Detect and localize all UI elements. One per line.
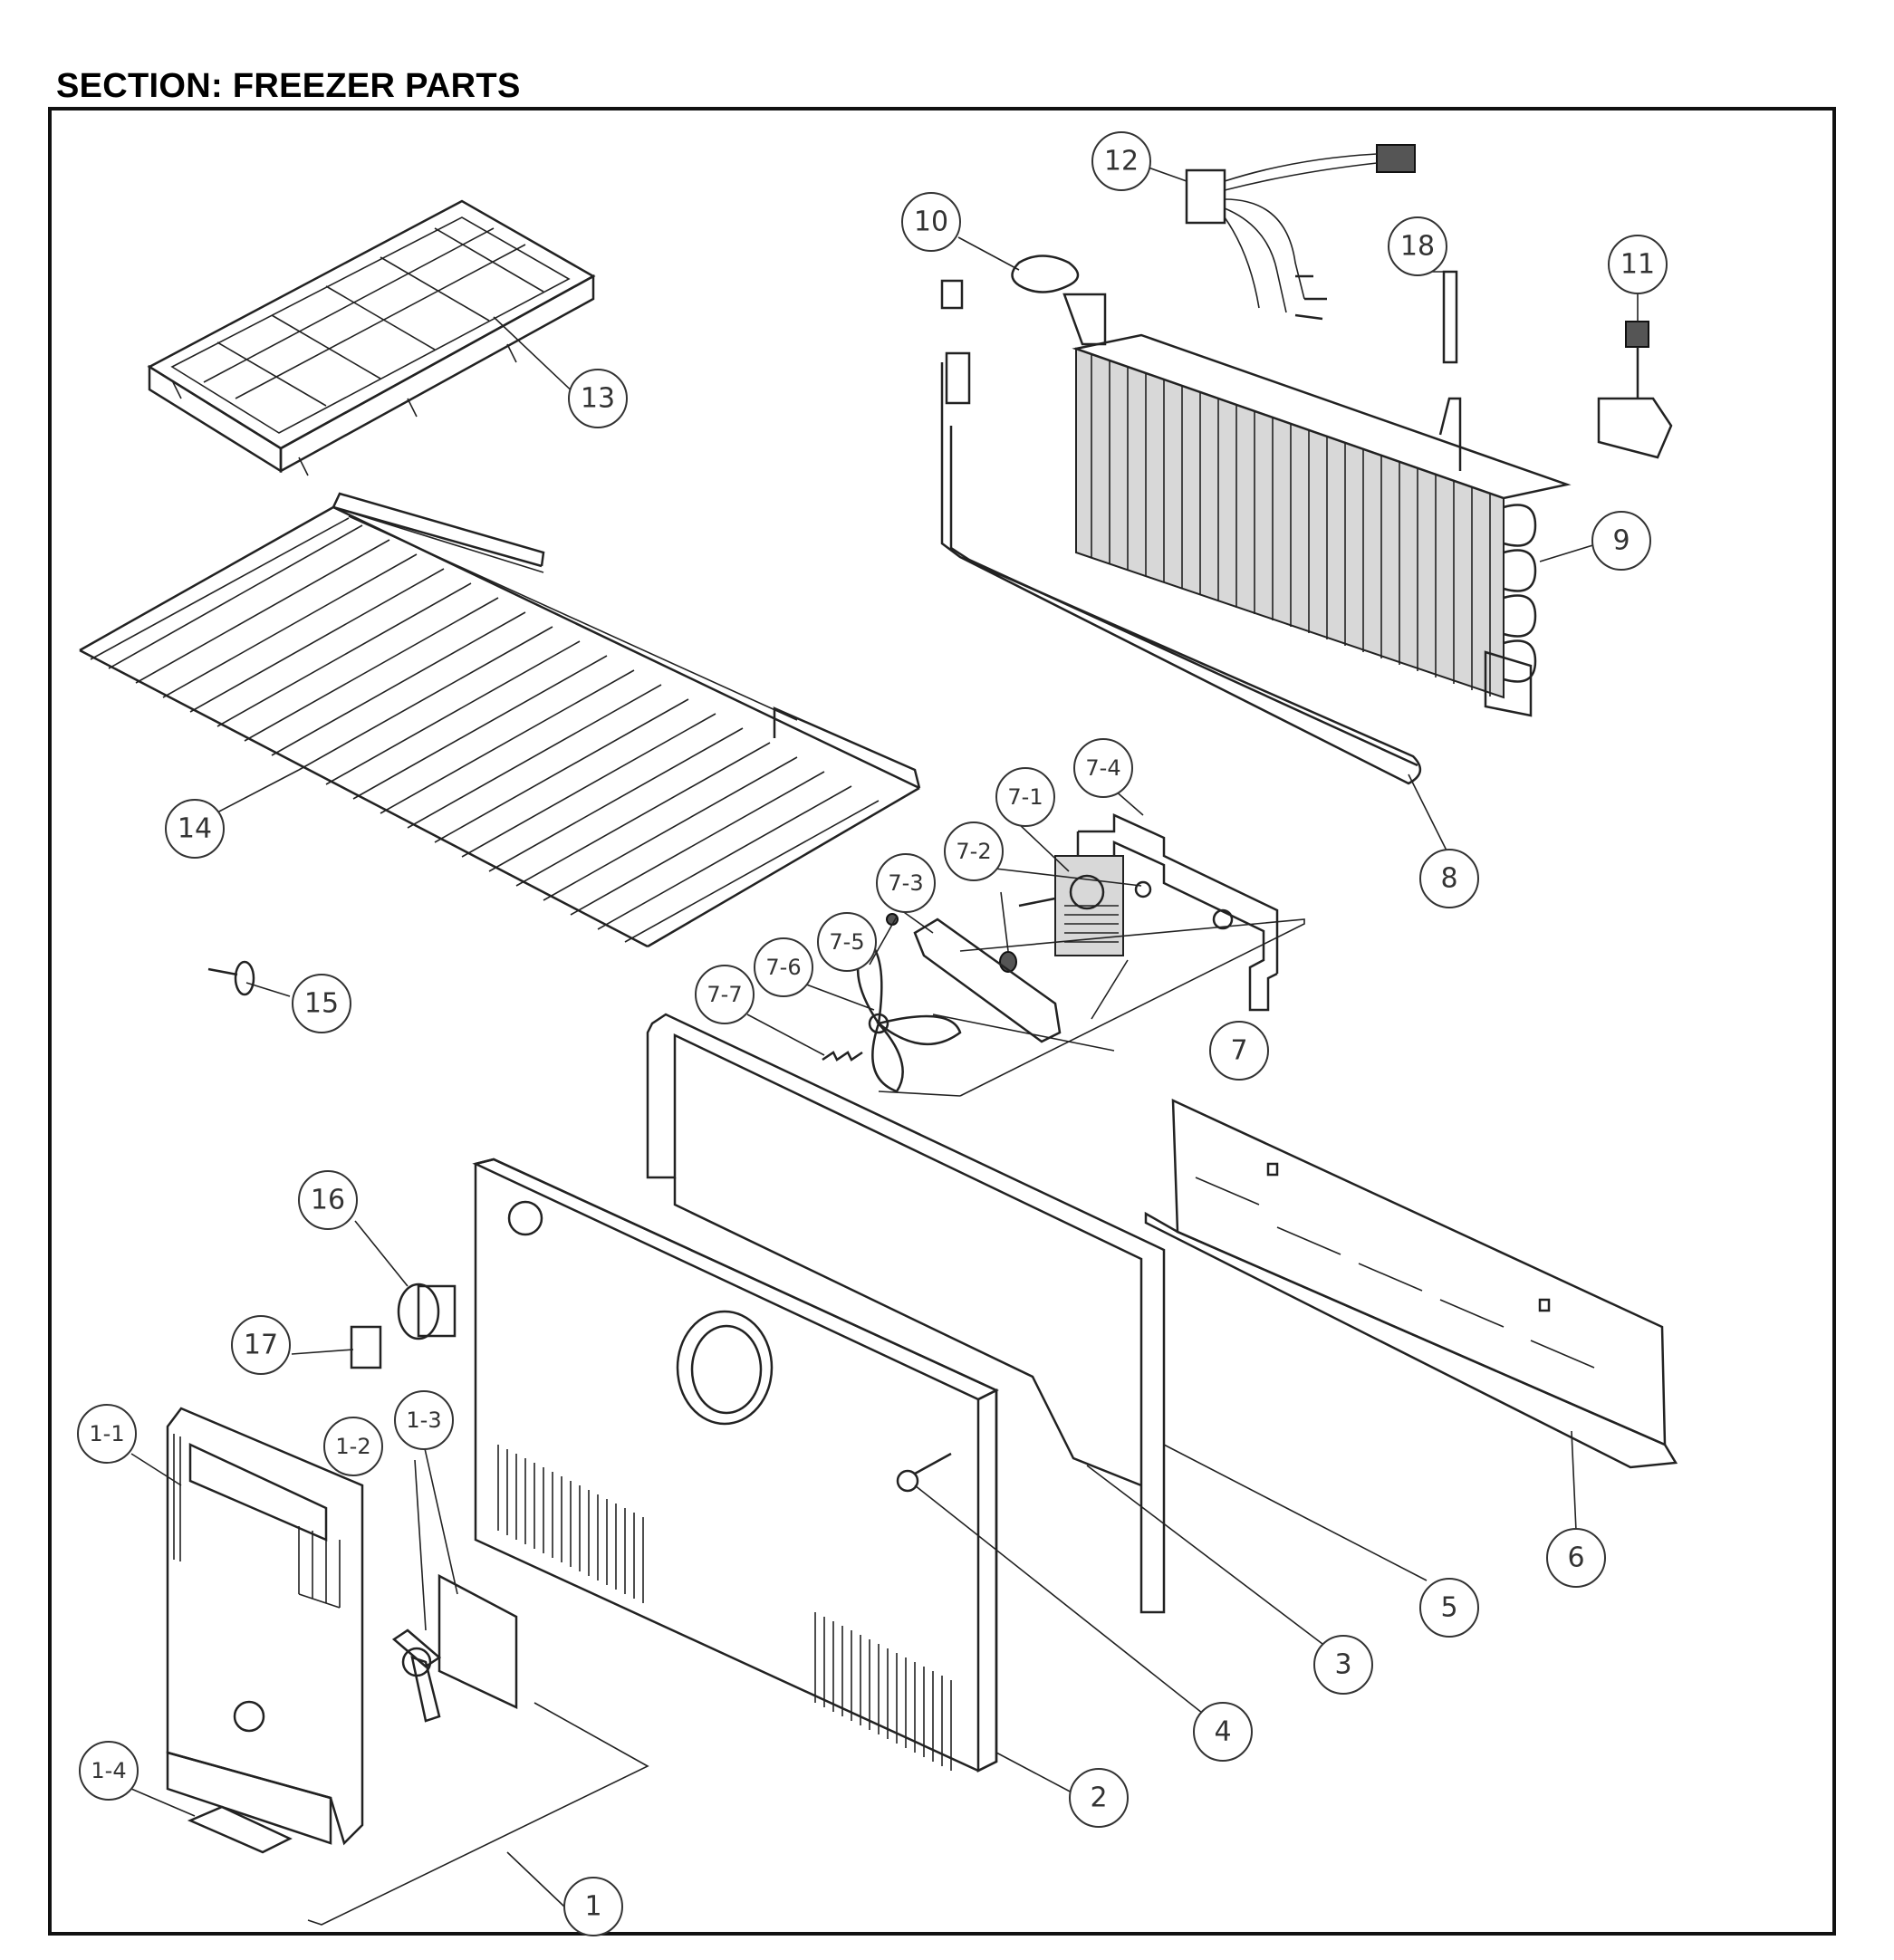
callout-7-1: 7-1 [995,767,1055,827]
svg-text:8: 8 [1440,863,1457,895]
callout-2: 2 [1069,1768,1129,1828]
part-grommet [1134,880,1152,898]
callout-8: 8 [1419,849,1479,908]
svg-text:13: 13 [581,383,615,415]
part-evaporator [1062,293,1572,717]
svg-text:18: 18 [1400,231,1435,263]
part-pin [207,960,255,996]
svg-text:1: 1 [584,1891,601,1923]
part-ice-tray [147,199,596,476]
callout-17: 17 [231,1315,291,1375]
svg-text:7-3: 7-3 [888,870,923,896]
callout-1-4: 1-4 [79,1741,139,1801]
part-fuse [1597,321,1673,459]
svg-text:2: 2 [1090,1782,1107,1814]
callout-10: 10 [901,192,961,252]
callout-1-3: 1-3 [394,1390,454,1450]
callout-5: 5 [1419,1578,1479,1638]
assembly-bracket-7 [878,918,1305,1097]
svg-text:7-1: 7-1 [1007,784,1043,810]
svg-text:3: 3 [1334,1649,1351,1681]
part-channel-bracket [1144,1099,1678,1469]
callout-13: 13 [568,369,628,428]
diagram-frame [48,107,1836,1936]
svg-text:16: 16 [311,1185,345,1216]
callout-1-1: 1-1 [77,1404,137,1464]
callout-7-5: 7-5 [817,912,877,972]
part-drain-heater [940,279,1421,785]
svg-text:1-4: 1-4 [91,1758,126,1783]
callout-3: 3 [1313,1635,1373,1695]
callout-16: 16 [298,1170,358,1230]
callout-1-2: 1-2 [323,1417,383,1476]
callout-18: 18 [1388,216,1447,276]
callout-9: 9 [1591,511,1651,571]
callout-7-7: 7-7 [695,965,755,1024]
part-fan-cover [166,1407,364,1846]
callout-11: 11 [1608,235,1668,294]
part-small-fan [391,1629,442,1723]
part-plate [350,1325,382,1369]
svg-text:17: 17 [244,1330,278,1361]
svg-text:12: 12 [1104,146,1139,178]
part-panel-screw [896,1452,952,1493]
part-clip [1011,255,1080,293]
svg-text:11: 11 [1620,249,1655,281]
part-spring [822,1051,863,1062]
callout-1: 1 [563,1877,623,1936]
callout-15: 15 [292,974,351,1033]
svg-text:7-7: 7-7 [707,982,742,1007]
part-motor-mount [913,918,1062,1043]
svg-text:5: 5 [1440,1592,1457,1624]
callout-7-6: 7-6 [754,937,813,997]
svg-text:1-2: 1-2 [335,1434,370,1459]
callout-4: 4 [1193,1702,1253,1762]
svg-text:7: 7 [1230,1035,1247,1067]
callout-7-3: 7-3 [876,853,936,913]
svg-text:6: 6 [1567,1542,1584,1574]
callout-12: 12 [1091,131,1151,191]
svg-text:9: 9 [1612,525,1630,557]
svg-text:7-6: 7-6 [765,955,801,980]
assembly-bracket-1 [307,1702,649,1926]
svg-text:1-3: 1-3 [406,1408,441,1433]
part-knob [397,1283,457,1340]
svg-text:1-1: 1-1 [89,1421,124,1446]
callout-6: 6 [1546,1528,1606,1588]
part-wire-harness [1185,144,1416,321]
svg-text:15: 15 [304,988,339,1020]
part-foam-pad [187,1805,293,1854]
svg-text:7-5: 7-5 [829,929,864,955]
svg-text:10: 10 [914,207,948,238]
callout-7-4: 7-4 [1073,738,1133,798]
svg-text:14: 14 [178,813,212,845]
callout-7: 7 [1209,1021,1269,1081]
callout-7-2: 7-2 [944,821,1004,881]
section-title: SECTION: FREEZER PARTS [56,67,521,105]
part-gasket-frame [646,1013,1166,1614]
part-wire-shelf [79,492,921,948]
svg-text:7-4: 7-4 [1085,755,1120,781]
svg-text:7-2: 7-2 [956,839,991,864]
part-back-panel [472,1158,999,1773]
svg-text:4: 4 [1214,1716,1231,1748]
part-sensor [1442,270,1458,364]
part-cover-plate [437,1573,518,1709]
callout-14: 14 [165,799,225,859]
